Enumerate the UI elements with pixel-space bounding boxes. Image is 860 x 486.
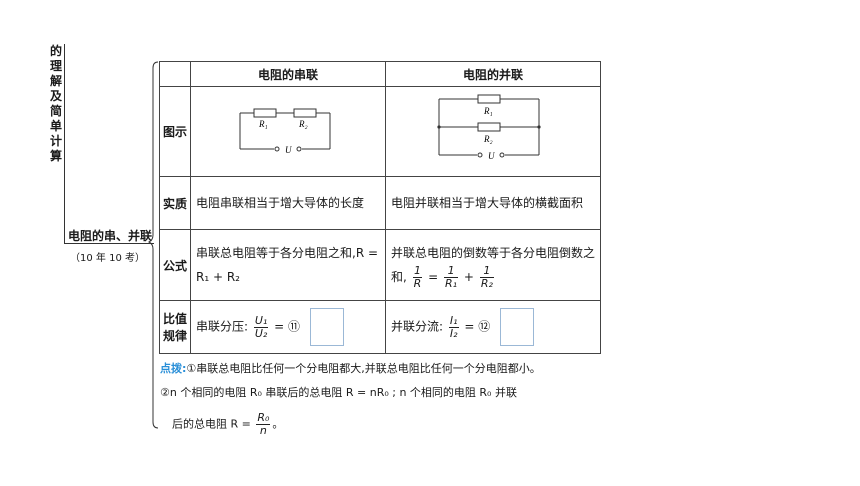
section-bracket: [148, 61, 159, 429]
col-header-parallel: 电阻的并联: [385, 61, 601, 87]
comparison-table: 电阻的串联 电阻的并联 图示: [159, 61, 601, 354]
row-header-essence: 实质: [159, 176, 191, 230]
formula-equals: =: [428, 269, 439, 284]
note-line-1-text: ①串联总电阻比任何一个分电阻都大,并联总电阻比任何一个分电阻都小。: [186, 362, 541, 375]
corner-cell: [159, 61, 191, 87]
parallel-formula-text: 并联总电阻的倒数等于各分电阻倒数之和,: [391, 245, 596, 284]
row-header-ratio: 比值规律: [159, 300, 191, 354]
note-line-3-pre: 后的总电阻 R =: [172, 417, 251, 431]
parallel-essence: 电阻并联相当于增大导体的横截面积: [385, 176, 601, 230]
section-note: （10 年 10 考）: [70, 253, 145, 264]
section-title: 电阻的串、并联: [68, 229, 153, 243]
note-line-1: 点拨:①串联总电阻比任何一个分电阻都大,并联总电阻比任何一个分电阻都小。: [160, 360, 541, 376]
series-circuit-diagram: R₁ R₂ U: [239, 108, 331, 155]
junction-right: [537, 125, 541, 129]
parallel-u-label: U: [488, 151, 495, 161]
heading-connector-line: [64, 226, 65, 243]
note-line-2: ②n 个相同的电阻 R₀ 串联后的总电阻 R = nR₀ ; n 个相同的电阻 …: [160, 386, 517, 399]
parallel-circuit-diagram: R₁ R₂ U: [437, 94, 541, 161]
row-header-formula: 公式: [159, 229, 191, 301]
heading-vertical-line: [64, 44, 65, 226]
vertical-heading: 的理解及简单计算: [49, 44, 62, 163]
series-ratio-label: 串联分压:: [196, 319, 249, 334]
series-ratio-eq: = ⑪: [274, 319, 301, 334]
series-r2-label: R₂: [298, 119, 308, 129]
formula-plus: +: [463, 269, 474, 284]
answer-blank-11[interactable]: [309, 308, 344, 346]
series-formula: 串联总电阻等于各分电阻之和,R = R₁ + R₂: [190, 229, 386, 301]
series-u-label: U: [285, 145, 292, 155]
parallel-circuit-cell: R₁ R₂ U: [385, 86, 601, 177]
col-header-series: 电阻的串联: [190, 61, 386, 87]
section-underline: [64, 243, 154, 244]
parallel-ratio-label: 并联分流:: [391, 319, 444, 334]
series-circuit-cell: R₁ R₂ U: [190, 86, 386, 177]
parallel-r1-label: R₁: [483, 106, 493, 116]
parallel-ratio-eq: = ⑫: [464, 319, 491, 334]
note-tag-colon: :: [182, 362, 187, 375]
series-r1-label: R₁: [258, 119, 268, 129]
parallel-r2-label: R₂: [483, 134, 493, 144]
series-essence: 电阻串联相当于增大导体的长度: [190, 176, 386, 230]
note-line-3-post: 。: [272, 417, 284, 431]
row-header-figure: 图示: [159, 86, 191, 177]
answer-blank-12[interactable]: [500, 308, 535, 346]
note-tag: 点拨: [160, 362, 182, 375]
junction-left: [437, 125, 441, 129]
